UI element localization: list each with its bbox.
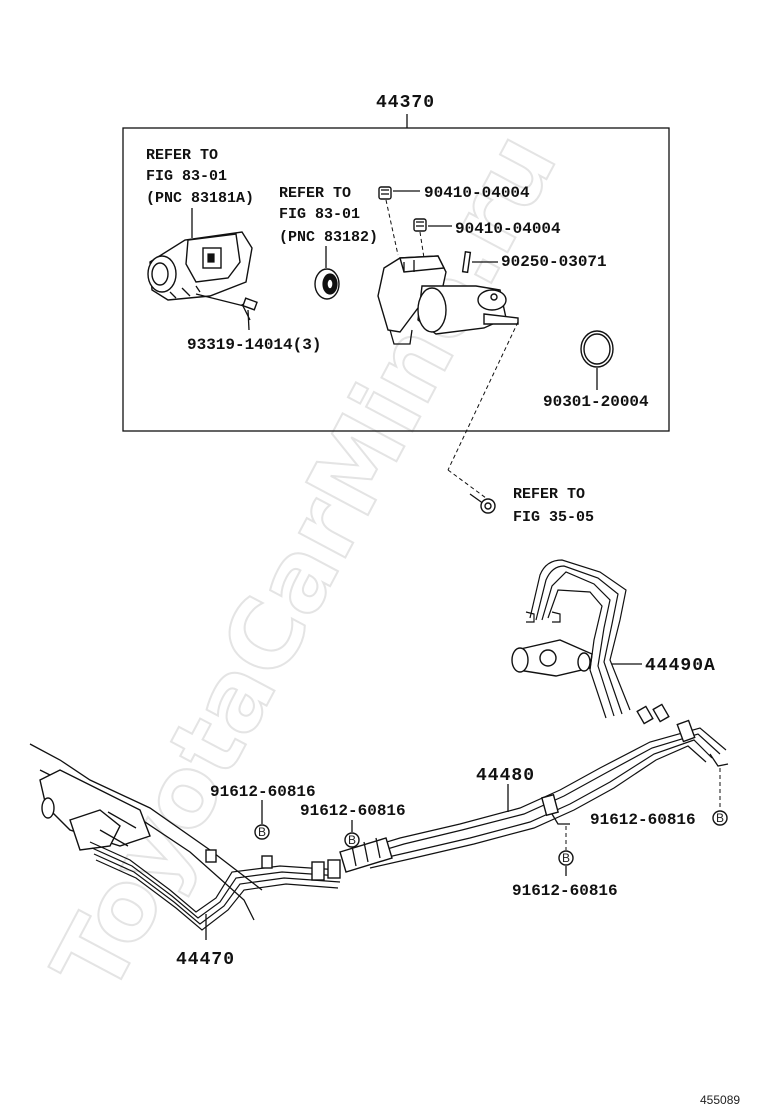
clamp-label-1[interactable]: 91612-60816 [210, 783, 316, 801]
callout-line-2: FIG 83-01 [146, 168, 227, 185]
watermark: ToyotaCarMine.ru [31, 115, 578, 1010]
callout-line-1: REFER TO [513, 486, 585, 503]
fitting-90410a-drawing [378, 186, 399, 256]
clamp-label-3[interactable]: 91612-60816 [590, 811, 696, 829]
clamp-marker-2[interactable]: B [344, 832, 360, 848]
clamp-marker-4[interactable]: B [558, 850, 574, 866]
callout-refer-35-05[interactable]: REFER TO FIG 35-05 [513, 486, 594, 526]
clamp-marker-letter: B [562, 851, 570, 865]
part-label-93319[interactable]: 93319-14014(3) [187, 336, 321, 354]
clamp-marker-letter: B [258, 825, 266, 839]
part-label-44480[interactable]: 44480 [476, 766, 535, 786]
steering-gear-drawing [29, 743, 263, 921]
grommet-drawing [314, 268, 340, 300]
callout-line-3: (PNC 83182) [279, 229, 378, 246]
clamp-label-4[interactable]: 91612-60816 [512, 882, 618, 900]
figure-number: 455089 [700, 1093, 740, 1107]
dashed-leader-bolt-2 [447, 469, 487, 499]
part-label-90301[interactable]: 90301-20004 [543, 393, 649, 411]
tube-44480-drawing [359, 719, 729, 869]
part-label-90410b[interactable]: 90410-04004 [455, 220, 561, 238]
clamp-marker-3[interactable]: B [712, 810, 728, 826]
callout-line-1: REFER TO [279, 185, 351, 202]
part-label-44470[interactable]: 44470 [176, 950, 235, 970]
dashed-leader-bolt [447, 321, 519, 471]
assembly-part-number[interactable]: 44370 [376, 93, 435, 113]
part-label-90410a[interactable]: 90410-04004 [424, 184, 530, 202]
motor-assembly-drawing [147, 231, 253, 301]
connector-cluster-drawing [339, 837, 393, 873]
clamp-marker-letter: B [348, 833, 356, 847]
screw-93319-drawing [195, 293, 258, 331]
clamp-marker-1[interactable]: B [254, 824, 270, 840]
callout-refer-83182[interactable]: REFER TO FIG 83-01 (PNC 83182) [279, 185, 378, 246]
assembly-box [122, 127, 670, 432]
actuator-drawing [377, 255, 519, 345]
part-label-44490a[interactable]: 44490A [645, 656, 716, 676]
part-label-90250[interactable]: 90250-03071 [501, 253, 607, 271]
callout-line-2: FIG 35-05 [513, 509, 594, 526]
bolt-drawing [469, 493, 496, 514]
callout-line-1: REFER TO [146, 147, 218, 164]
tube-44490a-drawing [511, 559, 670, 725]
clamp-marker-letter: B [716, 811, 724, 825]
clamp-label-2[interactable]: 91612-60816 [300, 802, 406, 820]
tube-44470-drawing [89, 841, 341, 931]
o-ring-90301-drawing [580, 330, 614, 368]
callout-line-2: FIG 83-01 [279, 206, 360, 223]
callout-line-3: (PNC 83181A) [146, 190, 254, 207]
callout-refer-83181a[interactable]: REFER TO FIG 83-01 (PNC 83181A) [146, 147, 254, 207]
fitting-90410b-drawing [413, 218, 427, 259]
pin-90250-drawing [461, 251, 472, 274]
